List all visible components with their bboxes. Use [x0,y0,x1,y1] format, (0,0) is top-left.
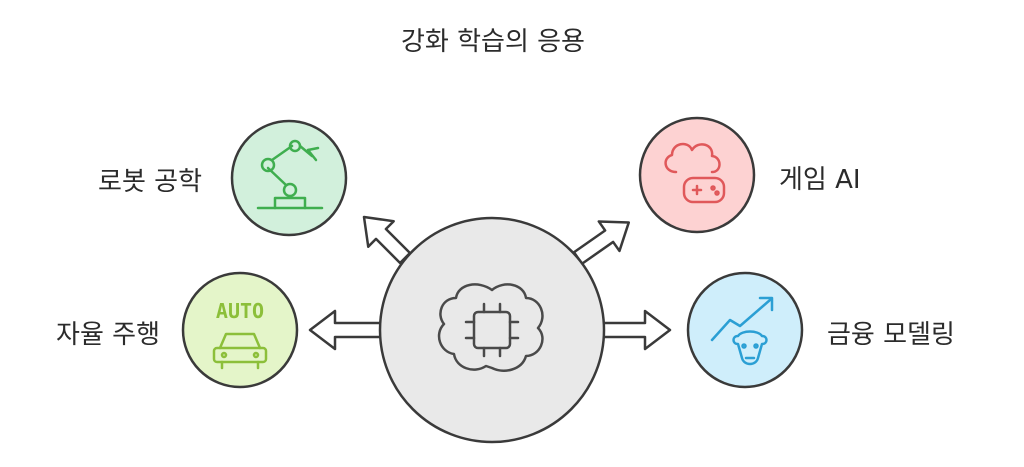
cloud-gamepad-icon [664,142,726,204]
robotics-label: 로봇 공학 [98,167,202,197]
node-driving[interactable]: AUTO 자율 주행 [56,271,299,389]
auto-badge: AUTO [216,299,264,323]
diagram-title: 강화 학습의 응용 [401,27,585,57]
node-game[interactable]: 게임 AI [638,116,861,234]
arrow-to-robotics [362,215,412,265]
brain-chip-icon [437,283,544,372]
finance-circle [686,271,804,389]
robot-arm-icon [256,139,324,210]
finance-label: 금융 모델링 [827,320,955,350]
arrows [308,215,672,351]
center-circle [378,216,606,444]
game-circle [638,116,756,234]
node-robotics[interactable]: 로봇 공학 [98,119,348,237]
auto-car-icon [212,332,268,370]
arrow-to-finance [598,309,672,351]
driving-circle [181,271,299,389]
robotics-circle [230,119,348,237]
center-node [378,216,606,444]
game-label: 게임 AI [779,165,861,195]
driving-label: 자율 주행 [56,320,160,350]
bull-trend-icon [710,296,774,366]
arrow-to-driving [308,309,387,351]
arrow-to-game [572,220,631,265]
node-finance[interactable]: 금융 모델링 [686,271,955,389]
